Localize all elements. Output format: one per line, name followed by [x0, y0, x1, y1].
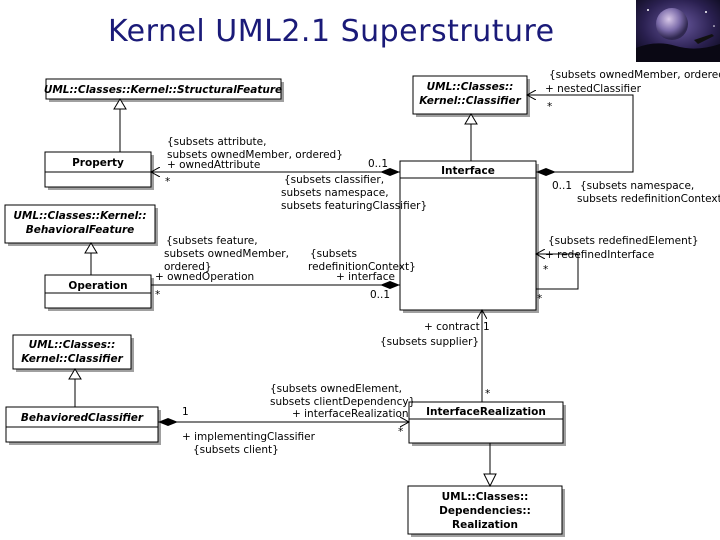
label-attr-mult-left: * — [165, 176, 170, 188]
label-contract-subsets: {subsets supplier} — [380, 336, 479, 348]
label-iface-subsets-2: subsets namespace, — [281, 187, 389, 199]
label-ir-multiplicity: * — [485, 388, 490, 400]
class-behaviored-classifier: BehavioredClassifier — [5, 406, 161, 445]
label-ns-subsets-1: {subsets namespace, — [580, 180, 694, 192]
class-name: UML::Classes:: — [427, 81, 514, 93]
class-operation: Operation — [44, 274, 154, 311]
space-planet-image — [636, 0, 720, 62]
class-name: Kernel::Classifier — [21, 353, 123, 365]
label-op-subsets-3: ordered} — [164, 261, 212, 273]
class-classifier-top: UML::Classes:: Kernel::Classifier — [412, 75, 530, 117]
class-name: UML::Classes::Kernel::StructuralFeature — [44, 84, 282, 96]
generalization-interface-classifier — [464, 113, 478, 161]
label-op-subsets-1: {subsets feature, — [166, 235, 258, 247]
label-op-multiplicity: * — [155, 289, 160, 301]
label-ctx-subsets-2: redefinitionContext} — [308, 261, 416, 273]
class-name: UML::Classes:: — [29, 339, 116, 351]
class-property: Property — [44, 151, 154, 190]
class-interface-realization: InterfaceRealization — [408, 401, 566, 446]
association-interface-realization — [158, 418, 409, 426]
label-redef-mult-bottom: * — [537, 293, 542, 305]
association-nested-classifier — [527, 95, 634, 176]
label-nested-role: + nestedClassifier — [545, 83, 642, 95]
label-attr-role: + ownedAttribute — [167, 159, 260, 171]
class-name: Property — [72, 157, 124, 169]
class-name: Kernel::Classifier — [419, 95, 521, 107]
association-owned-attribute — [151, 168, 400, 176]
class-name: Operation — [68, 280, 127, 292]
class-name: InterfaceRealization — [426, 406, 546, 418]
label-elem-role: + interfaceRealization — [292, 408, 409, 420]
label-redef-mult-top: * — [543, 264, 548, 276]
label-op-subsets-2: subsets ownedMember, — [164, 248, 289, 260]
class-name: BehavioredClassifier — [21, 412, 144, 424]
class-name: Realization — [452, 519, 518, 531]
generalization-property-structural-feature — [113, 98, 127, 152]
association-redefined-interface — [536, 254, 579, 290]
class-name: UML::Classes:: — [442, 491, 529, 503]
label-ctx-multiplicity: 0..1 — [370, 289, 390, 301]
label-op-role: + ownedOperation — [155, 271, 254, 283]
label-elem-multiplicity: * — [398, 426, 403, 438]
association-owned-operation — [151, 281, 400, 289]
label-elem-subsets-2: subsets clientDependency} — [270, 396, 415, 408]
generalization-behaviored-classifier-classifier — [68, 368, 82, 407]
label-iface-subsets-3: subsets featuringClassifier} — [281, 200, 427, 212]
label-client-role: + implementingClassifier — [182, 431, 316, 443]
label-elem-subsets-1: {subsets ownedElement, — [270, 383, 402, 395]
label-iface-subsets-1: {subsets classifier, — [284, 174, 384, 186]
label-attr-subsets-1: {subsets attribute, — [167, 136, 266, 148]
class-behavioral-feature: UML::Classes::Kernel:: BehavioralFeature — [4, 204, 158, 246]
realization-dependency — [483, 443, 497, 488]
label-client-subsets: {subsets client} — [193, 444, 279, 456]
label-contract-role: + contract — [424, 321, 480, 333]
label-attr-mult-right: 0..1 — [368, 158, 388, 170]
slide-title: Kernel UML2.1 Superstruture — [108, 14, 555, 49]
class-name: Dependencies:: — [439, 505, 531, 517]
label-attr-subsets-2: subsets ownedMember, ordered} — [167, 149, 343, 161]
class-structural-feature: UML::Classes::Kernel::StructuralFeature — [44, 78, 284, 102]
class-name: UML::Classes::Kernel:: — [13, 210, 146, 222]
label-redef-role: + redefinedInterface — [545, 249, 654, 261]
label-ns-subsets-2: subsets redefinitionContext} — [577, 193, 720, 205]
label-bc-multiplicity: 1 — [182, 406, 189, 418]
generalization-operation-behavioral-feature — [84, 242, 98, 275]
label-nested-multiplicity: * — [547, 101, 552, 113]
class-classifier-left: UML::Classes:: Kernel::Classifier — [12, 334, 134, 372]
class-name: Interface — [441, 165, 495, 177]
class-interface: Interface — [399, 160, 539, 313]
class-name: BehavioralFeature — [26, 224, 135, 236]
label-ctx-subsets-1: {subsets — [310, 248, 357, 260]
label-nested-subsets: {subsets ownedMember, ordered} — [549, 69, 720, 81]
class-realization: UML::Classes:: Dependencies:: Realizatio… — [407, 485, 565, 537]
label-redef-subsets: {subsets redefinedElement} — [548, 235, 699, 247]
label-contract-multiplicity: 1 — [483, 321, 490, 333]
label-ctx-role: + interface — [336, 271, 395, 283]
label-ns-multiplicity: 0..1 — [552, 180, 572, 192]
